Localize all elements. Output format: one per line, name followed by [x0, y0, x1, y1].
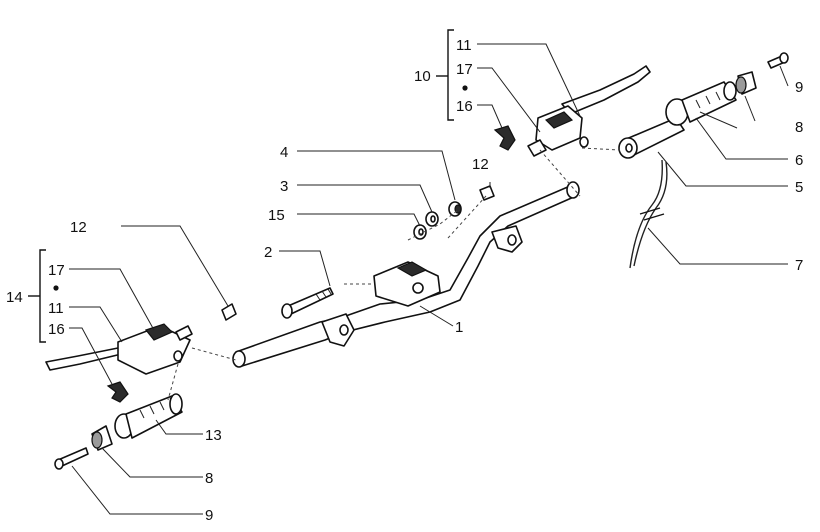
part-labels: 11 17 10 16 9 8 6 5 7 4 3 15 2 12 1 12 1…	[6, 37, 803, 524]
label-4: 4	[280, 144, 288, 161]
endcap-part-8-right	[735, 71, 757, 95]
label-5: 5	[795, 179, 803, 196]
label-16-top: 16	[456, 98, 473, 115]
clamp-part-16-left	[106, 381, 129, 403]
bracket-group-10	[436, 29, 468, 121]
screw-part-9-right	[767, 52, 789, 69]
endcap-part-8-left	[91, 425, 113, 451]
label-1: 1	[455, 319, 463, 336]
label-7: 7	[795, 257, 803, 274]
grip-part-6	[665, 81, 737, 126]
washer-part-15	[413, 224, 427, 240]
label-13: 13	[205, 427, 222, 444]
right-lever-assembly	[527, 65, 651, 157]
grip-part-13	[114, 393, 183, 439]
screw-part-12-left	[221, 303, 237, 321]
washer-part-3	[425, 211, 439, 227]
label-14: 14	[6, 289, 23, 306]
label-9-right: 9	[795, 79, 803, 96]
screw-part-12-right	[479, 185, 495, 201]
left-lever-assembly	[45, 323, 193, 375]
label-17-left: 17	[48, 262, 65, 279]
label-10: 10	[414, 68, 431, 85]
label-11-left: 11	[48, 300, 64, 317]
label-12-right: 12	[472, 156, 489, 173]
label-8-right: 8	[795, 119, 803, 136]
label-3: 3	[280, 178, 288, 195]
screw-part-9-left	[54, 447, 89, 470]
label-6: 6	[795, 152, 803, 169]
nut-part-4	[448, 201, 462, 217]
cable-part-7	[629, 159, 668, 269]
dot-marker-icon	[53, 285, 59, 291]
label-16-left: 16	[48, 321, 65, 338]
assembly-guides	[167, 147, 621, 401]
bolt-part-2	[281, 287, 334, 319]
label-8-left: 8	[205, 470, 213, 487]
bracket-group-14	[28, 249, 59, 343]
leader-lines	[69, 43, 789, 515]
dot-marker-icon	[462, 85, 468, 91]
clamp-part-16-right	[493, 125, 516, 151]
label-2: 2	[264, 244, 272, 261]
label-15: 15	[268, 207, 285, 224]
label-9-left: 9	[205, 507, 213, 524]
handlebar	[232, 181, 580, 368]
label-12-left: 12	[70, 219, 87, 236]
label-17-top: 17	[456, 61, 473, 78]
grip-part-5	[618, 117, 685, 159]
label-11-top: 11	[456, 37, 472, 54]
